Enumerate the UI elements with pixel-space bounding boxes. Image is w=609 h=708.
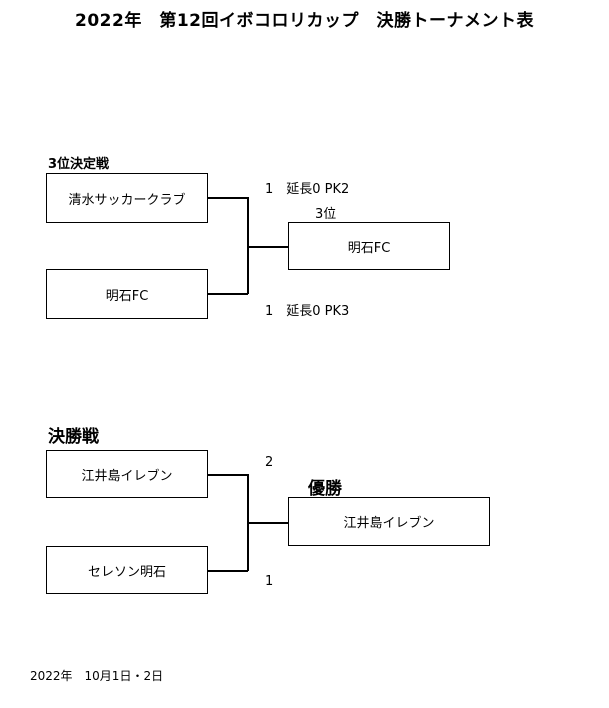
bracket-line — [247, 522, 289, 524]
third-place-score-bottom: 1 延長0 PK3 — [265, 304, 350, 319]
team-name: 清水サッカークラブ — [68, 192, 186, 208]
final-section-label: 決勝戦 — [48, 427, 99, 447]
final-winner: 江井島イレブン — [288, 497, 490, 546]
footer-date: 2022年 10月1日・2日 — [30, 669, 164, 683]
team-name: 江井島イレブン — [343, 516, 435, 531]
final-score-top: 2 — [265, 455, 274, 470]
third-place-score-top: 1 延長0 PK2 — [265, 182, 350, 197]
final-result-label: 優勝 — [308, 479, 342, 499]
team-name: 江井島イレブン — [81, 468, 173, 484]
team-name: 明石FC — [105, 288, 149, 304]
final-team-bottom: セレソン明石 — [46, 546, 208, 594]
third-place-team-bottom: 明石FC — [46, 269, 208, 319]
team-name: セレソン明石 — [87, 564, 166, 580]
final-team-top: 江井島イレブン — [46, 450, 208, 498]
third-place-result-label: 3位 — [315, 207, 337, 222]
bracket-line — [208, 197, 248, 199]
bracket-line — [208, 474, 248, 476]
final-score-bottom: 1 — [265, 574, 274, 589]
page-title: 2022年 第12回イボコロリカップ 決勝トーナメント表 — [75, 11, 534, 31]
bracket-line — [208, 570, 248, 572]
bracket-line — [247, 246, 289, 248]
third-place-section-label: 3位決定戦 — [48, 157, 110, 172]
team-name: 明石FC — [347, 240, 391, 256]
bracket-line — [208, 293, 248, 295]
bracket-line — [247, 197, 249, 294]
third-place-winner: 明石FC — [288, 222, 450, 270]
third-place-team-top: 清水サッカークラブ — [46, 173, 208, 223]
